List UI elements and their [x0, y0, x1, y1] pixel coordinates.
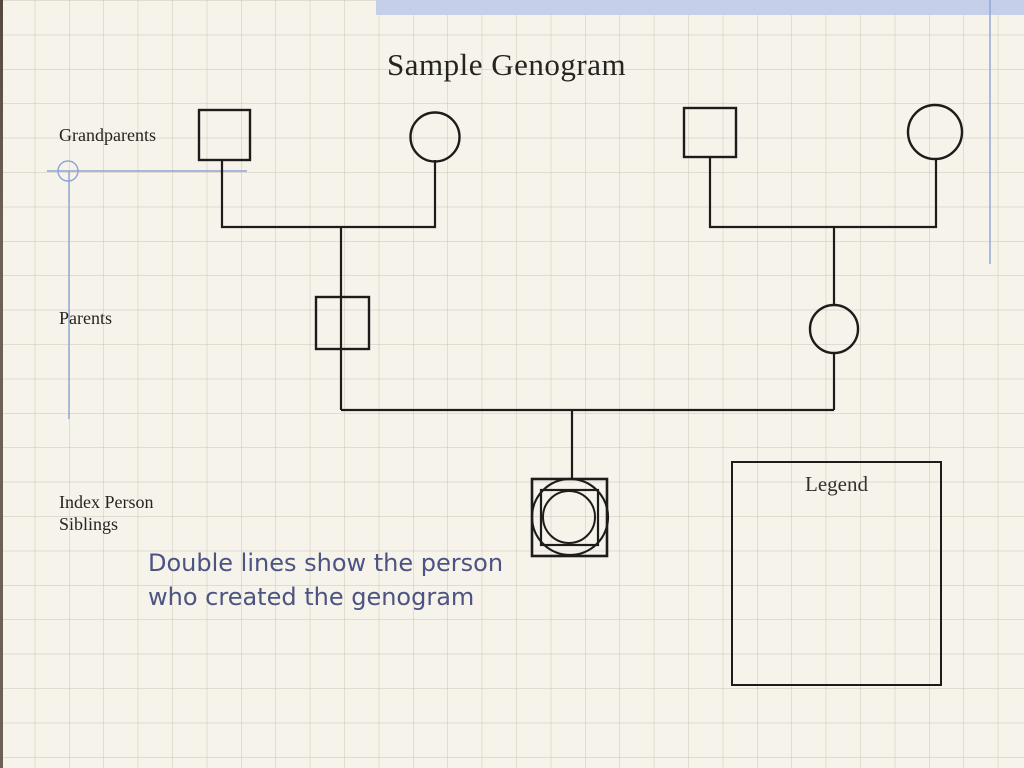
row-label-parents: Parents [59, 308, 112, 328]
row-label-siblings: Siblings [59, 514, 119, 534]
father-square [314, 295, 371, 351]
mother-circle [808, 303, 860, 355]
index-outer-circle [530, 477, 610, 557]
maternal-grandmother-circle [906, 103, 964, 161]
annotation-text: Double lines show the person who created… [148, 546, 503, 614]
top-blue-bar [376, 0, 1024, 15]
maternal-grandfather-square [682, 106, 738, 159]
row-label-grandparents: Grandparents [59, 125, 156, 145]
paternal-grandfather-square [197, 108, 252, 162]
index-inner-circle [542, 490, 596, 544]
legend-box: Legend [731, 461, 942, 686]
maternal-union-line [708, 157, 938, 229]
guide-lines [47, 0, 991, 419]
slide-title: Sample Genogram [387, 47, 627, 82]
paternal-union-line [220, 160, 437, 229]
row-label-index-person: Index Person [59, 492, 154, 512]
page-left-edge [0, 0, 3, 768]
annotation-line-1: Double lines show the person [148, 549, 504, 577]
index-inner-square [539, 488, 600, 547]
paternal-grandmother-circle [409, 111, 461, 163]
index-person-symbol [530, 477, 610, 558]
legend-title: Legend [805, 472, 868, 496]
guide-circle [57, 160, 79, 182]
annotation-line-2: who created the genogram [148, 583, 475, 611]
